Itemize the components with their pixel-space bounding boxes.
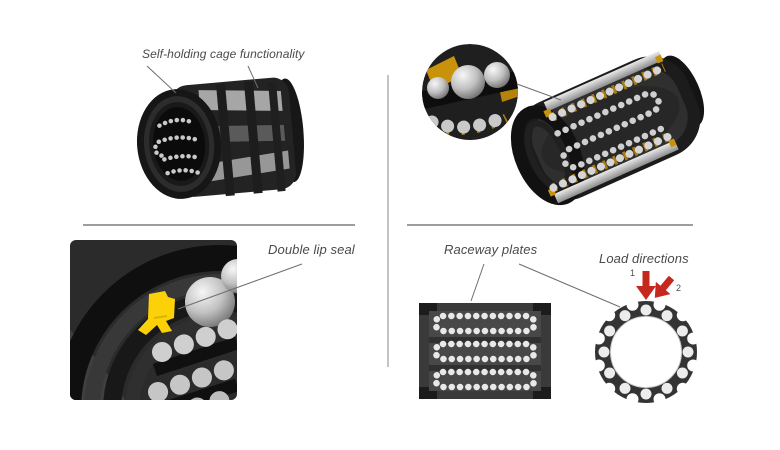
- load-arrow-2-number: 2: [676, 283, 682, 293]
- magnifier-inset-figure: [422, 44, 518, 140]
- raceway-plates-figure: [419, 303, 551, 399]
- load-arrow-1-number: 1: [630, 268, 636, 278]
- label-self-holding-cage: Self-holding cage functionality: [142, 47, 305, 61]
- bearing-balls: [598, 304, 694, 400]
- cutaway-bearing-figure: [510, 51, 705, 206]
- load-ring-figure: [592, 298, 700, 406]
- ball-rows: [153, 117, 203, 176]
- label-load-directions: Load directions: [599, 251, 689, 266]
- raceway-strip-bottom: [553, 140, 679, 204]
- cage-bearing-figure: [136, 77, 304, 199]
- outer-notches: [592, 298, 700, 406]
- raceway-strip-top: [543, 51, 663, 112]
- label-double-lip-seal: Double lip seal: [268, 242, 355, 257]
- serpentine-ball-chain: [554, 90, 665, 171]
- double-lip-seal-highlight: [138, 291, 175, 335]
- seal-closeup-figure: [70, 240, 237, 400]
- label-raceway-plates: Raceway plates: [444, 242, 538, 257]
- leader-raceway-left: [470, 263, 485, 302]
